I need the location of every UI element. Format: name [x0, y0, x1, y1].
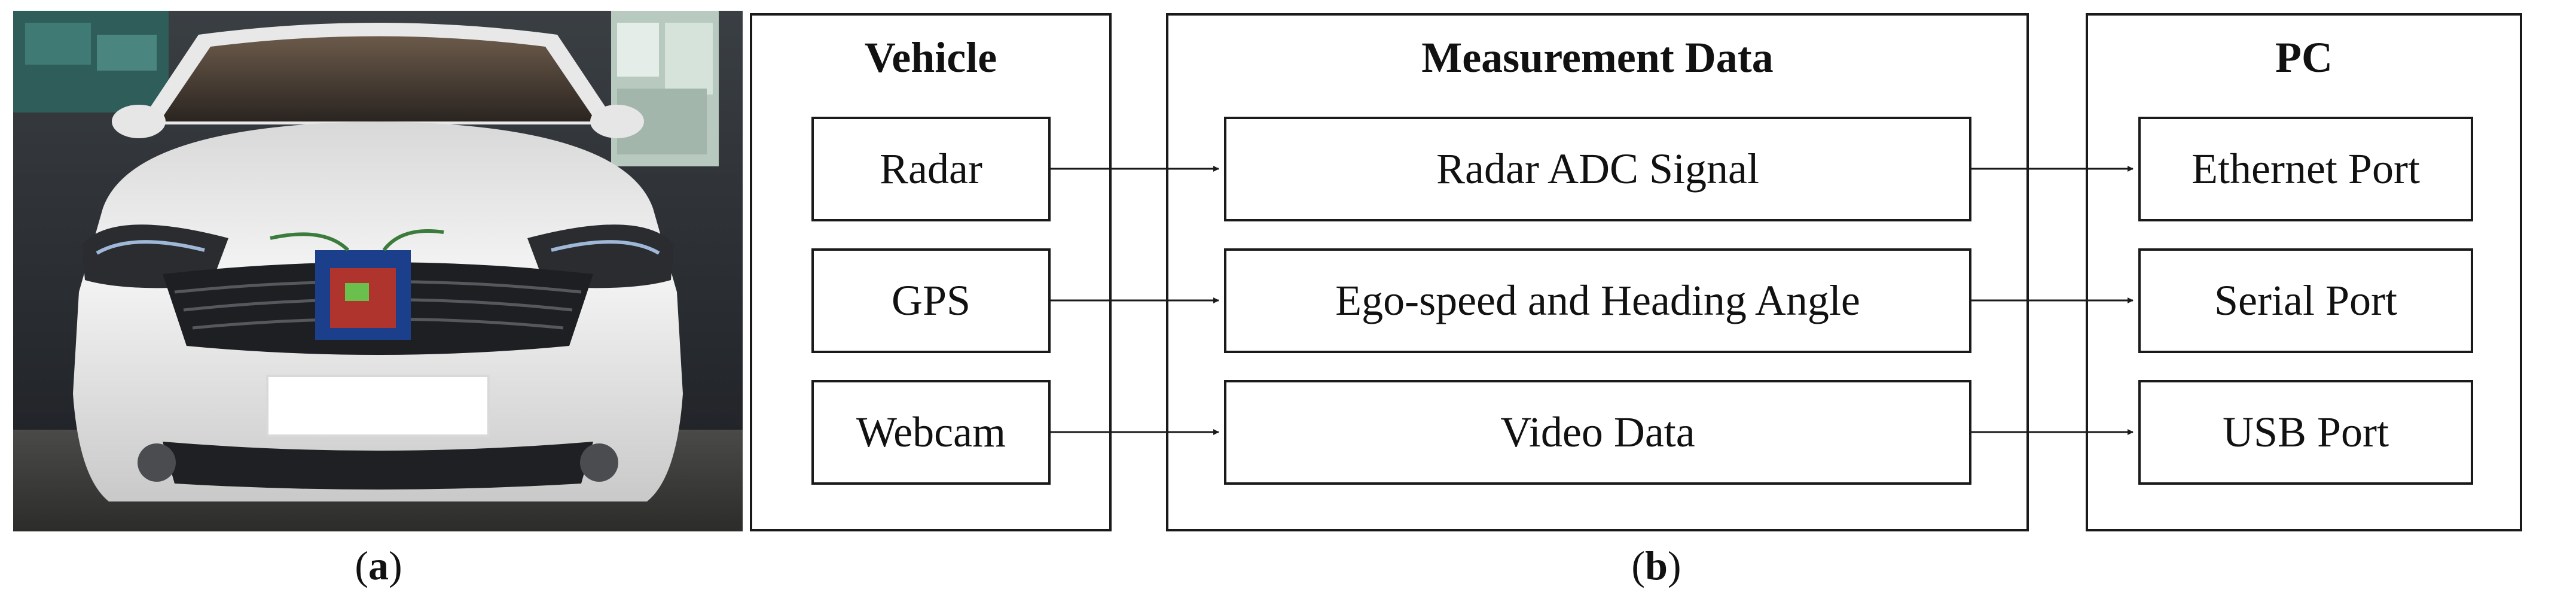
group-vehicle-title: Vehicle — [864, 34, 997, 81]
caption-a: (a) — [355, 543, 402, 588]
group-measurement-title: Measurement Data — [1421, 34, 1774, 81]
left-mirror — [112, 105, 166, 138]
lower-grille — [163, 442, 593, 490]
source-box-gps: GPS — [811, 248, 1051, 353]
right-mirror — [590, 105, 644, 138]
port-box-serial: Serial Port — [2138, 248, 2473, 353]
group-pc: PC — [2086, 13, 2522, 531]
group-pc-title: PC — [2275, 34, 2333, 81]
port-box-usb: USB Port — [2138, 380, 2473, 485]
vehicle-photo — [13, 11, 743, 531]
caption-b: (b) — [1631, 543, 1681, 588]
group-measurement-data: Measurement Data — [1166, 13, 2029, 531]
group-vehicle: Vehicle — [750, 13, 1112, 531]
left-fog-light — [138, 443, 176, 482]
data-box-radar-adc: Radar ADC Signal — [1224, 117, 1971, 221]
data-box-ego-speed: Ego-speed and Heading Angle — [1224, 248, 1971, 353]
license-plate-blank — [266, 375, 490, 437]
source-box-webcam: Webcam — [811, 380, 1051, 485]
car-windshield — [160, 36, 596, 121]
data-box-video: Video Data — [1224, 380, 1971, 485]
right-fog-light — [580, 443, 618, 482]
caption-b-letter: b — [1645, 543, 1668, 588]
caption-a-letter: a — [368, 543, 389, 588]
source-box-radar: Radar — [811, 117, 1051, 221]
port-box-ethernet: Ethernet Port — [2138, 117, 2473, 221]
